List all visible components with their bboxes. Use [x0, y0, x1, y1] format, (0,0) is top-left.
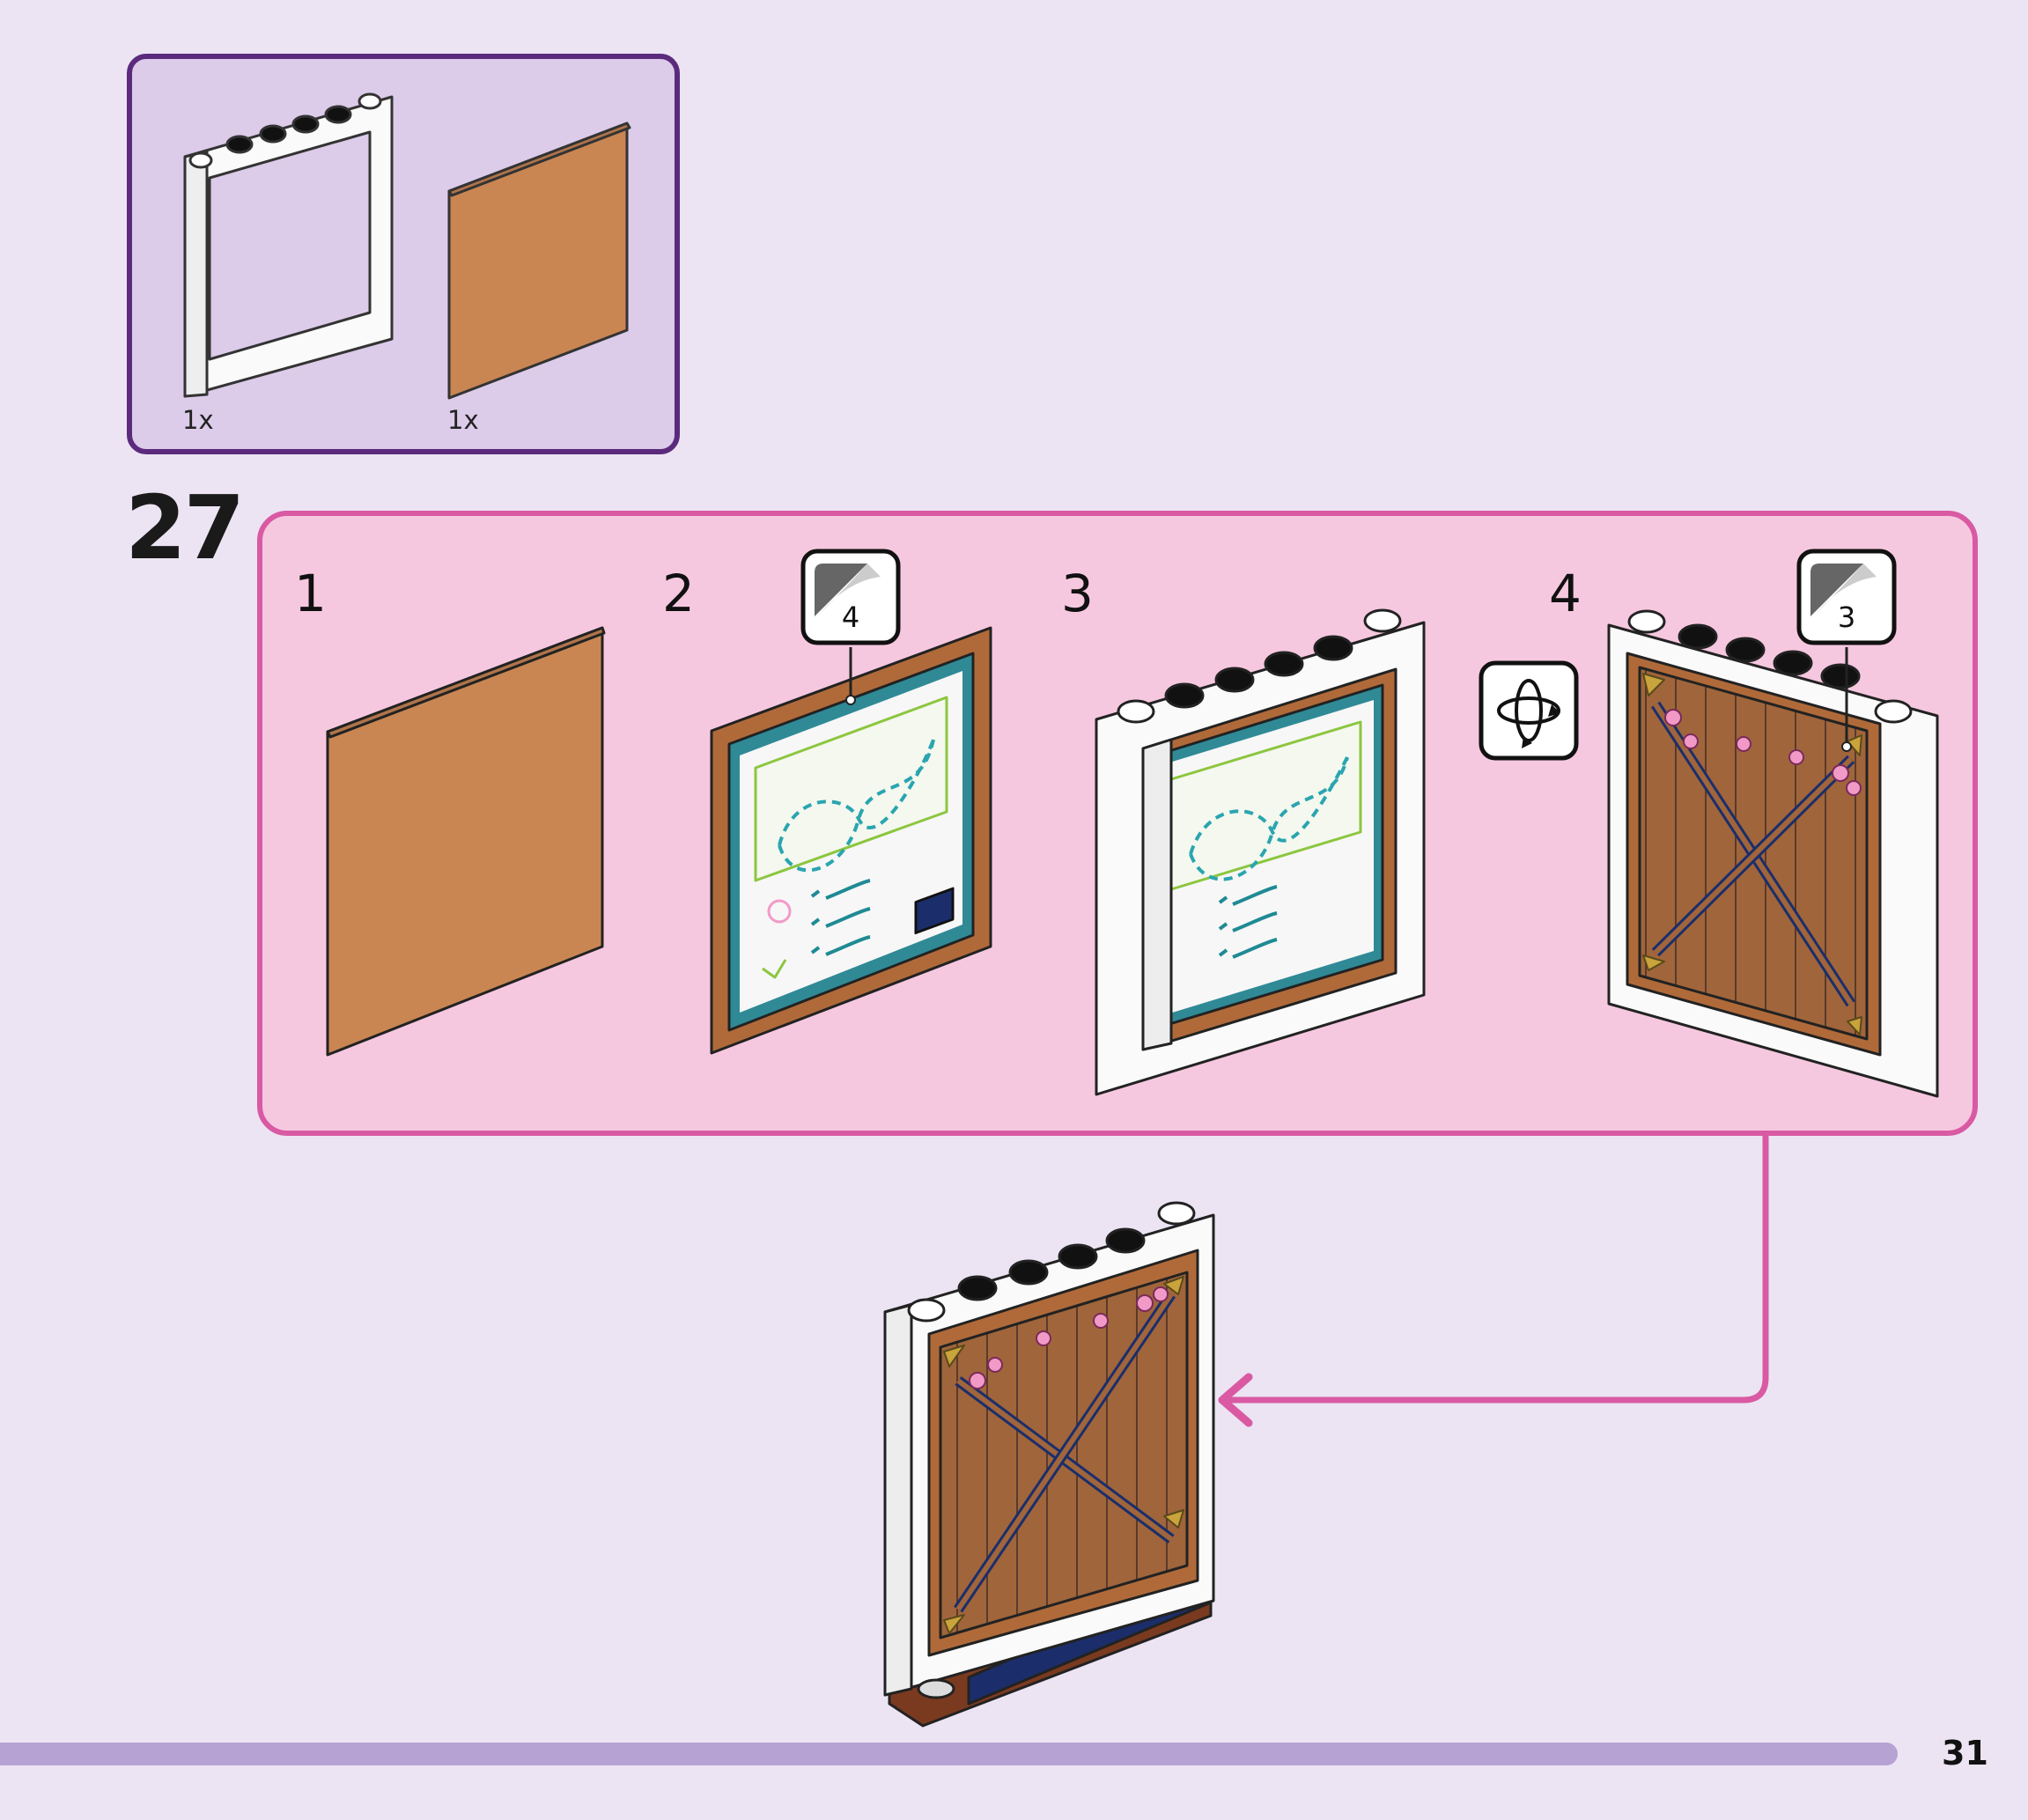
- part-white-frame: [183, 92, 394, 398]
- substep-2-number: 2: [662, 564, 695, 623]
- substep-4-number: 4: [1549, 564, 1582, 623]
- step-number: 27: [125, 476, 245, 579]
- page-number: 31: [1942, 1734, 1988, 1772]
- substep-1-panel: [326, 626, 606, 1057]
- substep-4-barn-door: [1607, 609, 1939, 1098]
- sticker-number-4: 4: [842, 601, 859, 634]
- substep-1-number: 1: [294, 564, 327, 623]
- part-qty-frame: 1x: [182, 405, 214, 435]
- progress-bar: [0, 1743, 1898, 1765]
- sticker-callout-4: [800, 549, 901, 705]
- substep-2-whiteboard: [710, 626, 992, 1055]
- arrow-icon: [1228, 1136, 1769, 1404]
- substep-3-frame: [1095, 608, 1426, 1096]
- sticker-callout-3: [1796, 549, 1897, 752]
- part-qty-panel: 1x: [447, 405, 479, 435]
- substep-3-number: 3: [1061, 564, 1094, 623]
- sticker-number-3: 3: [1838, 601, 1855, 634]
- rotate-model-icon: [1479, 660, 1579, 761]
- result-model: [883, 1201, 1215, 1728]
- part-tan-panel: [447, 122, 631, 400]
